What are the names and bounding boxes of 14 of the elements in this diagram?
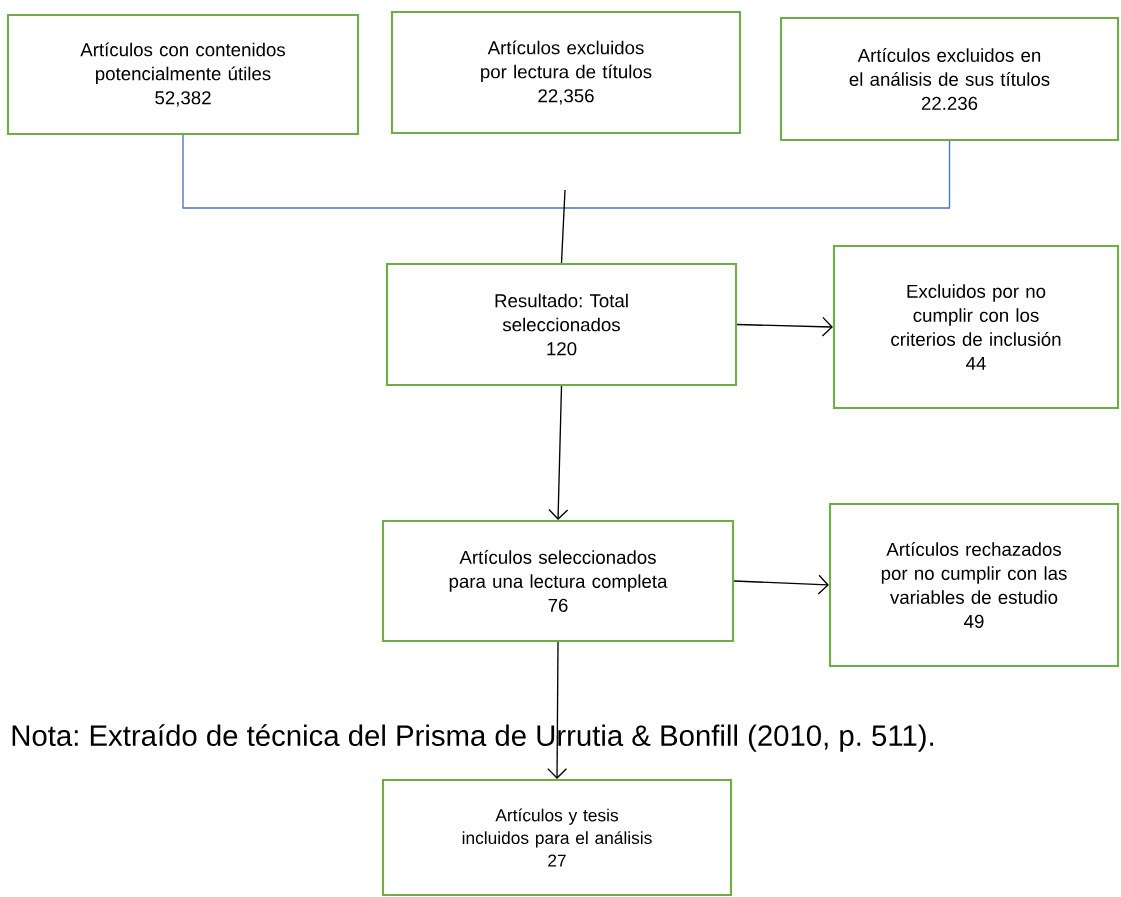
process-box: Artículos excluidos por lectura de títulos 22,356 xyxy=(390,10,742,135)
arrow xyxy=(736,316,833,337)
process-box: Artículos con contenidos potencialmente útiles 52,382 xyxy=(6,13,360,136)
process-box: Excluidos por no cumplir con los criterios de inclusión 44 xyxy=(832,244,1120,410)
process-box: Resultado: Total seleccionados 120 xyxy=(385,262,738,387)
connector-line xyxy=(560,189,566,264)
connector-line xyxy=(182,134,951,209)
process-box: Artículos y tesis incluidos para el análisis 27 xyxy=(381,778,733,897)
arrow xyxy=(547,641,568,779)
arrow xyxy=(548,385,569,520)
arrow xyxy=(733,574,829,595)
process-box: Artículos excluidos en el análisis de sus títulos 22.236 xyxy=(779,16,1120,142)
process-box: Artículos seleccionados para una lectura completa 76 xyxy=(381,519,735,643)
process-box: Artículos rechazados por no cumplir con las variables de estudio 49 xyxy=(828,502,1120,668)
